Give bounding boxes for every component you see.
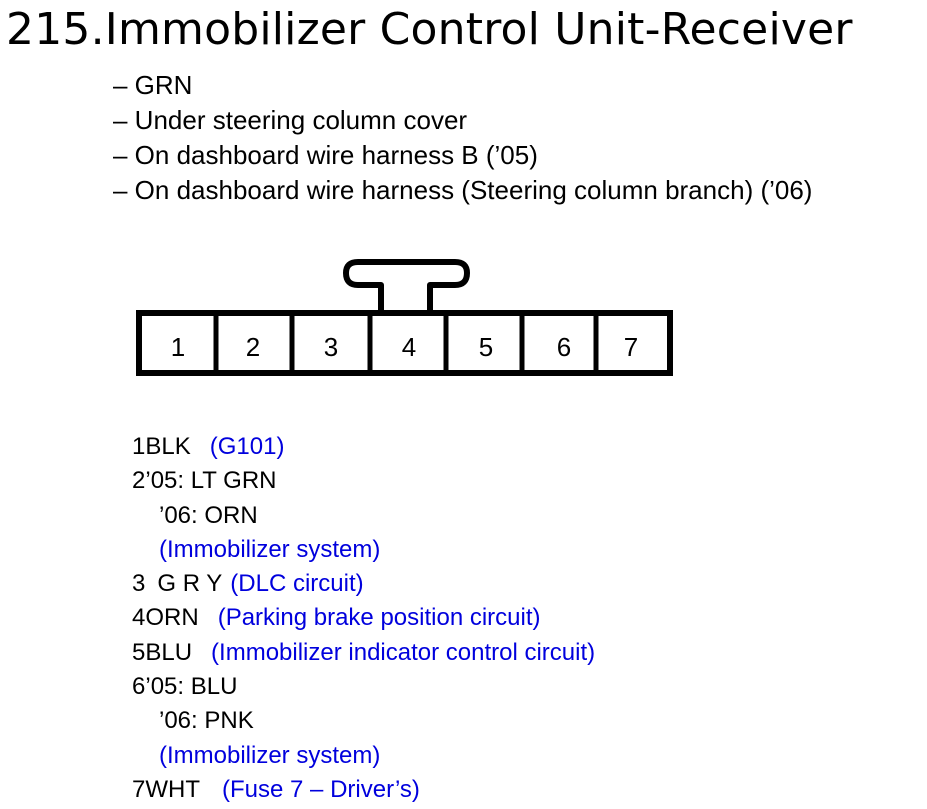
pin-row-2-06: ’06: ORN — [132, 499, 595, 533]
wire-color-06: ’06: ORN — [159, 501, 258, 529]
pin-6-label: 6 — [557, 332, 571, 362]
connector-harness-06: – On dashboard wire harness (Steering co… — [113, 175, 813, 205]
pin-number: 3 — [132, 570, 146, 598]
connector-color: – GRN — [113, 70, 193, 100]
pin-number: 7 — [132, 775, 146, 803]
pin-2-label: 2 — [246, 332, 260, 362]
pin-number: 6 — [132, 673, 146, 701]
circuit-name: (Immobilizer indicator control circuit) — [211, 638, 596, 666]
pin-row-2-circuit: (Immobilizer system) — [132, 533, 595, 567]
wire-color: BLU — [145, 638, 193, 666]
pin-row-7: 7WHT (Fuse 7 – Driver’s) — [132, 773, 595, 807]
circuit-name: (Parking brake position circuit) — [217, 604, 541, 632]
wire-color-06: ’06: PNK — [159, 707, 254, 735]
pin-row-5: 5BLU (Immobilizer indicator control circu… — [132, 636, 595, 670]
wire-color: WHT — [145, 775, 201, 803]
pin-number: 5 — [132, 638, 146, 666]
pin-number: 1 — [132, 433, 146, 460]
wire-color: ORN — [145, 604, 199, 632]
circuit-name: (DLC circuit) — [230, 570, 364, 598]
circuit-name: (G101) — [209, 433, 285, 460]
pin-4-label: 4 — [402, 332, 416, 362]
pin-row-6-circuit: (Immobilizer system) — [132, 739, 595, 773]
pin-7-label: 7 — [624, 332, 638, 362]
wire-color-05: ’05: LT GRN — [145, 467, 277, 495]
pin-number: 2 — [132, 467, 146, 495]
wire-color: BLK — [145, 433, 191, 460]
pin-list: 1BLK (G101) 2’05: LT GRN ’06: ORN (Immobi… — [132, 430, 595, 807]
circuit-name: (Immobilizer system) — [159, 741, 381, 769]
connector-lock-tab — [343, 259, 470, 311]
page-title: 215.Immobilizer Control Unit-Receiver — [6, 4, 853, 55]
pin-row-2: 2’05: LT GRN — [132, 464, 595, 498]
circuit-name: (Fuse 7 – Driver’s) — [222, 775, 420, 803]
pin-3-label: 3 — [324, 332, 338, 362]
connector-body — [136, 310, 673, 376]
pin-number: 4 — [132, 604, 146, 632]
pin-row-3: 3 G R Y(DLC circuit) — [132, 567, 595, 601]
pin-row-1: 1BLK (G101) — [132, 430, 595, 464]
wire-color-05: ’05: BLU — [145, 673, 238, 701]
circuit-name: (Immobilizer system) — [159, 535, 381, 563]
pin-row-6-06: ’06: PNK — [132, 704, 595, 738]
wire-color: G R Y — [157, 570, 223, 598]
connector-harness-05: – On dashboard wire harness B (’05) — [113, 140, 538, 170]
connector-pins: 1 2 3 4 5 6 7 — [171, 313, 638, 373]
pin-row-4: 4ORN (Parking brake position circuit) — [132, 601, 595, 635]
pin-1-label: 1 — [171, 332, 185, 362]
pin-5-label: 5 — [479, 332, 493, 362]
pin-row-6: 6’05: BLU — [132, 670, 595, 704]
connector-info-list: – GRN – Under steering column cover – On… — [113, 68, 812, 208]
connector-location: – Under steering column cover — [113, 105, 468, 135]
